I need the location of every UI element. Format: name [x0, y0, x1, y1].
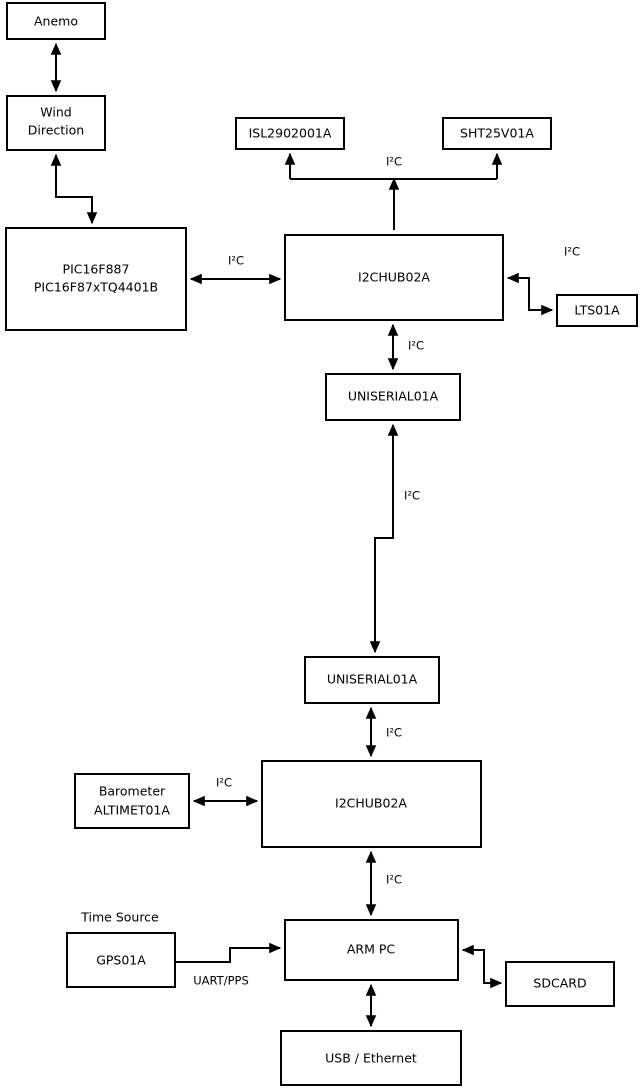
node-isl2902001a[interactable]: ISL2902001A: [235, 117, 345, 150]
node-uniserial01a-top[interactable]: UNISERIAL01A: [325, 373, 461, 421]
node-sht25v01a[interactable]: SHT25V01A: [442, 117, 552, 150]
edge-label-gps-to-arm: UART/PPS: [193, 974, 249, 988]
node-pic-label-line2: PIC16F87xTQ4401B: [34, 280, 158, 295]
node-arm-pc[interactable]: ARM PC: [284, 919, 459, 981]
node-sdcard-label: SDCARD: [533, 976, 586, 991]
node-gps01a[interactable]: GPS01A: [66, 932, 176, 988]
node-uniserial01a-bottom-label: UNISERIAL01A: [327, 672, 418, 687]
node-usb-ethernet[interactable]: USB / Ethernet: [280, 1030, 462, 1086]
edge-label-uniserial-link: I²C: [404, 489, 420, 503]
node-uniserial01a-top-label: UNISERIAL01A: [348, 389, 439, 404]
node-i2chub02a-bottom[interactable]: I2CHUB02A: [261, 760, 482, 848]
node-i2chub02a-bottom-box: [261, 760, 482, 848]
node-lts01a[interactable]: LTS01A: [556, 294, 638, 327]
node-gps01a-box: [66, 932, 176, 988]
node-isl2902001a-label: ISL2902001A: [249, 126, 332, 141]
node-gps01a-label: GPS01A: [96, 953, 146, 968]
node-barometer[interactable]: Barometer ALTIMET01A: [74, 773, 190, 829]
node-barometer-label-line1: Barometer: [99, 784, 166, 799]
node-usb-ethernet-box: [280, 1030, 462, 1086]
node-anemo-label: Anemo: [34, 14, 78, 29]
node-pic[interactable]: PIC16F887 PIC16F87xTQ4401B: [5, 227, 187, 331]
node-wind-direction[interactable]: Wind Direction: [6, 95, 106, 151]
node-arm-pc-label: ARM PC: [347, 942, 396, 957]
node-i2chub02a-top[interactable]: I2CHUB02A: [284, 234, 504, 321]
node-pic-label-line1: PIC16F887: [63, 262, 130, 277]
edge-label-pic-to-hub-top: I²C: [228, 254, 244, 268]
edge-uniserial-top-to-uniserial-bottom: [369, 423, 399, 654]
edge-label-hub-top-to-lts: I²C: [564, 245, 580, 259]
node-sdcard-box: [505, 961, 615, 1007]
edge-label-sensors-to-hub-top: I²C: [386, 155, 402, 169]
node-lts01a-box: [556, 294, 638, 327]
node-arm-pc-box: [284, 919, 459, 981]
time-source-label: Time Source: [80, 910, 159, 925]
node-pic-box: [5, 227, 187, 331]
node-anemo[interactable]: Anemo: [6, 2, 106, 40]
node-uniserial01a-top-box: [325, 373, 461, 421]
edge-label-hub-top-to-uniserial-top: I²C: [408, 339, 424, 353]
edge-label-barometer-to-hub-bottom: I²C: [216, 776, 232, 790]
edge-wind-direction-to-pic: [50, 153, 98, 225]
node-anemo-box: [6, 2, 106, 40]
node-isl2902001a-box: [235, 117, 345, 150]
node-i2chub02a-bottom-label: I2CHUB02A: [335, 796, 407, 811]
node-uniserial01a-bottom[interactable]: UNISERIAL01A: [304, 656, 440, 704]
node-lts01a-label: LTS01A: [574, 303, 620, 318]
node-sdcard[interactable]: SDCARD: [505, 961, 615, 1007]
edge-arm-pc-to-sdcard: [461, 944, 503, 989]
node-usb-ethernet-label: USB / Ethernet: [325, 1051, 417, 1066]
node-i2chub02a-top-box: [284, 234, 504, 321]
node-barometer-label-line2: ALTIMET01A: [94, 803, 170, 818]
node-wind-direction-box: [6, 95, 106, 151]
node-wind-direction-label-line2: Direction: [28, 123, 84, 138]
node-barometer-box: [74, 773, 190, 829]
edge-label-uniserial-bottom-to-hub-bottom: I²C: [386, 726, 402, 740]
node-sht25v01a-label: SHT25V01A: [460, 126, 534, 141]
node-sht25v01a-box: [442, 117, 552, 150]
node-i2chub02a-top-label: I2CHUB02A: [358, 270, 430, 285]
node-wind-direction-label-line1: Wind: [40, 105, 71, 120]
edge-i2chub02a-top-to-lts01a: [506, 272, 554, 316]
edge-label-hub-bottom-to-arm: I²C: [386, 873, 402, 887]
node-uniserial01a-bottom-box: [304, 656, 440, 704]
edge-gps01a-to-arm-pc: [175, 942, 282, 963]
